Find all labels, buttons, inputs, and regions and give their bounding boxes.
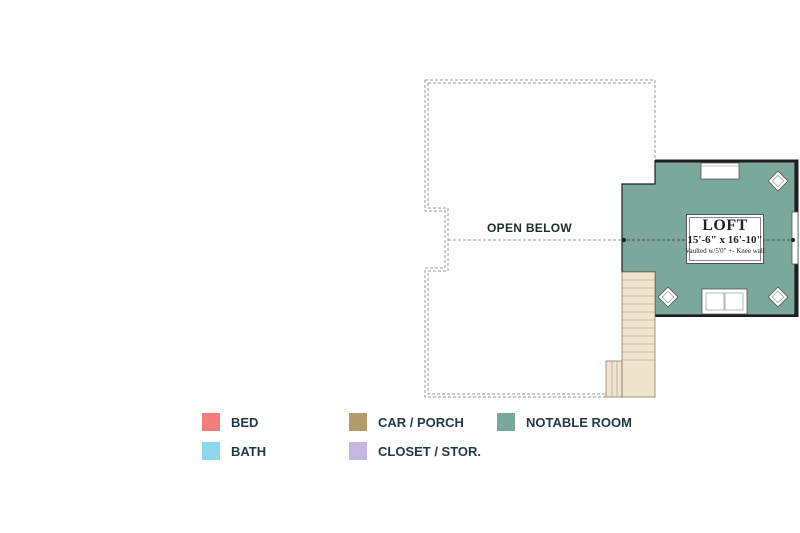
chair (767, 170, 789, 192)
legend-swatch (349, 413, 367, 431)
legend-label: CAR / PORCH (378, 414, 464, 430)
sofa (701, 288, 748, 315)
desk (700, 162, 740, 180)
legend-item-car-porch: CAR / PORCH (349, 413, 464, 431)
open-below-label: OPEN BELOW (487, 221, 573, 235)
loft-dimensions: 15'-6" x 16'-10" (687, 234, 763, 246)
legend-item-bath: BATH (202, 442, 266, 460)
legend-item-notable-room: NOTABLE ROOM (497, 413, 632, 431)
legend-item-closet-storage: CLOSET / STOR. (349, 442, 481, 460)
legend-label: CLOSET / STOR. (378, 443, 482, 459)
stairs (605, 271, 656, 398)
legend-swatch (349, 442, 367, 460)
legend-swatch (202, 413, 220, 431)
chair (657, 286, 679, 308)
legend-item-bed: BED (202, 413, 258, 431)
window (791, 211, 799, 265)
legend-label: NOTABLE ROOM (526, 414, 632, 430)
loft-name: LOFT (702, 217, 748, 234)
legend-label: BATH (231, 443, 267, 459)
legend-swatch (202, 442, 220, 460)
loft-label: LOFT 15'-6" x 16'-10" Vaulted w/5'0" +- … (685, 214, 765, 264)
open-below-area (424, 79, 656, 398)
legend-swatch (497, 413, 515, 431)
exterior-wall (655, 159, 799, 317)
loft-note: Vaulted w/5'0" +- Knee wall (685, 247, 765, 255)
legend-label: BED (231, 414, 259, 430)
chair (767, 286, 789, 308)
